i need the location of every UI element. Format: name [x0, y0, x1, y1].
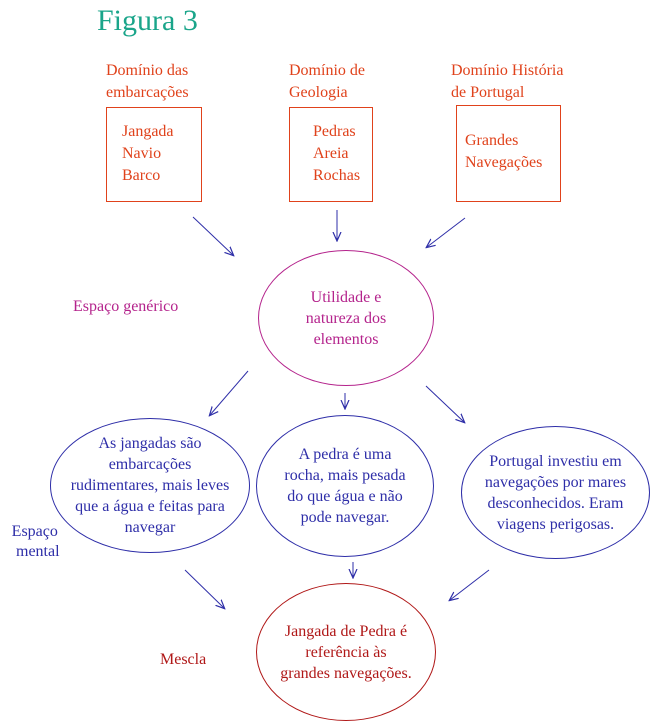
arrow [450, 569, 490, 600]
ellipse-text-line: rudimentares, mais leves [70, 477, 230, 494]
ellipse-text-line: Portugal investiu em [489, 452, 622, 470]
arrow [427, 217, 466, 247]
generic-space-label: Espaço genérico [73, 298, 179, 315]
ellipse-text-line: navegações por mares [484, 473, 627, 491]
ellipse-text-line: navegar [124, 519, 176, 536]
domain-item: Jangada [122, 123, 174, 140]
arrow [184, 569, 224, 608]
mental-space-label: Espaço mental [10, 522, 60, 562]
ellipse-text-line: grandes navegações. [280, 664, 412, 682]
ellipse-text-line: natureza dos [305, 309, 387, 327]
ellipse-text-line: rocha, mais pesada [284, 467, 406, 484]
domain-label-line: Domínio História [451, 62, 564, 79]
domain-item: Navio [122, 145, 162, 162]
domain-label-embarcacoes: Domínio das embarcações [106, 60, 189, 104]
figure-title: Figura 3 [97, 4, 198, 37]
mental-space-label-line: mental [16, 543, 60, 560]
domain-item: Grandes [465, 132, 519, 149]
domain-label-line: embarcações [106, 84, 189, 101]
ellipse-text-line: pode navegar. [300, 509, 390, 526]
ellipse-text-line: elementos [313, 330, 379, 348]
ellipse-text-line: Jangada de Pedra é [284, 622, 408, 640]
arrow [425, 385, 464, 422]
domain-label-line: Geologia [289, 84, 348, 101]
domain-box-embarcacoes: Jangada Navio Barco [106, 107, 202, 202]
arrow [210, 370, 249, 415]
domain-label-historia: Domínio História de Portugal [451, 60, 563, 104]
domain-label-line: de Portugal [451, 84, 525, 101]
domain-item: Rochas [313, 167, 361, 184]
mental-space-label-line: Espaço [11, 523, 58, 540]
domain-item: Barco [122, 167, 161, 184]
mental-ellipse-portugal: Portugal investiu em navegações por mare… [461, 426, 650, 559]
domain-item: Areia [313, 145, 349, 162]
domain-item: Pedras [313, 123, 356, 140]
arrow [192, 216, 233, 255]
blend-label: Mescla [160, 651, 207, 668]
ellipse-text-line: desconhecidos. Eram [487, 494, 624, 512]
ellipse-text-line: A pedra é uma [298, 446, 392, 463]
ellipse-text-line: Utilidade e [310, 288, 382, 306]
domain-label-geologia: Domínio de Geologia [289, 60, 365, 104]
generic-space-ellipse: Utilidade e natureza dos elementos [258, 250, 434, 386]
domain-item: Navegações [465, 154, 543, 171]
domain-label-line: Domínio das [106, 62, 189, 79]
mental-ellipse-pedra: A pedra é uma rocha, mais pesada do que … [256, 415, 434, 557]
blend-ellipse: Jangada de Pedra é referência às grandes… [256, 583, 436, 721]
ellipse-text-line: referência às [305, 643, 387, 661]
mental-ellipse-jangadas: As jangadas são embarcações rudimentares… [50, 418, 250, 553]
ellipse-text-line: As jangadas são [98, 435, 202, 452]
ellipse-text-line: viagens perigosas. [496, 515, 615, 533]
ellipse-text-line: que a água e feitas para [75, 498, 225, 515]
domain-box-geologia: Pedras Areia Rochas [289, 107, 373, 202]
ellipse-text-line: embarcações [108, 456, 192, 473]
domain-label-line: Domínio de [289, 62, 365, 79]
ellipse-text-line: do que água e não [287, 488, 403, 505]
domain-box-historia: Grandes Navegações [456, 105, 561, 202]
